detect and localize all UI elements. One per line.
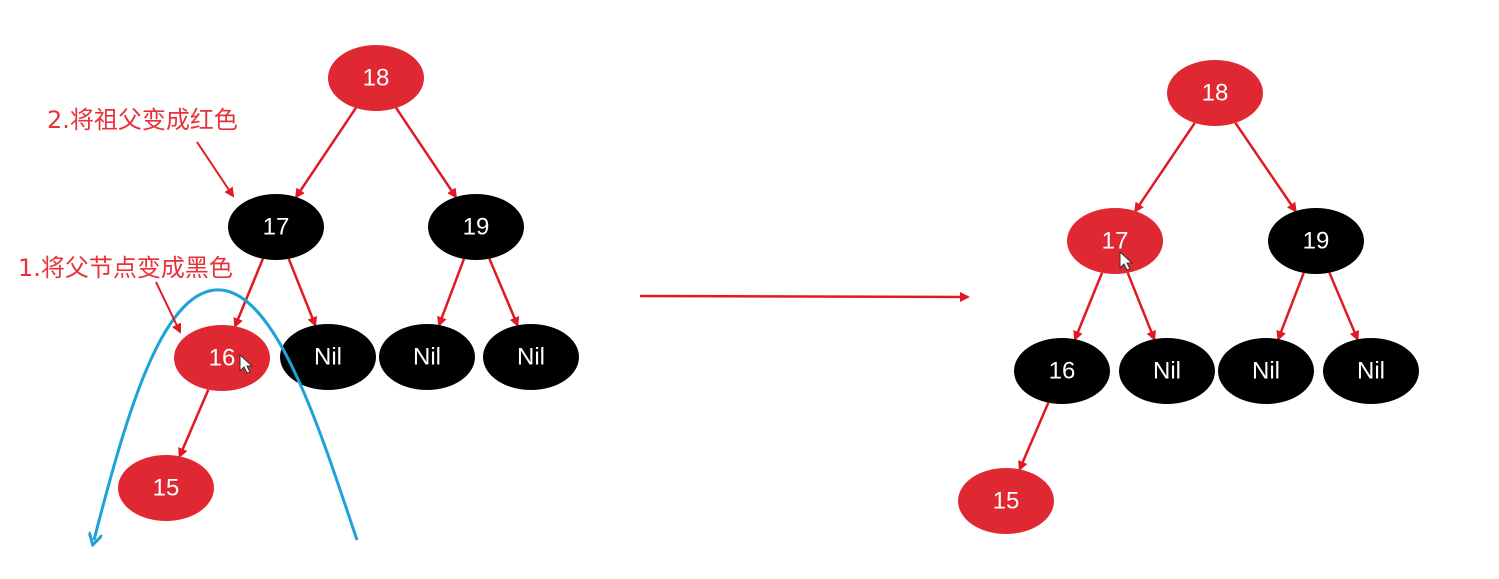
- before-node-shape: [280, 324, 376, 390]
- annotation-step1: 1.将父节点变成黑色: [18, 254, 233, 282]
- after-node-18: 18: [1167, 60, 1263, 126]
- after-node-label: 19: [1303, 228, 1330, 255]
- before-node-17: 17: [228, 194, 324, 260]
- after-edge-a18-a19: [1234, 122, 1297, 213]
- after-node-nil: Nil: [1323, 338, 1419, 404]
- after-edge-a16-a15: [1018, 402, 1050, 472]
- after-node-label: 18: [1202, 80, 1229, 107]
- step2-pointer-arrow: [196, 141, 235, 198]
- tree-edges: [178, 107, 1360, 472]
- before-node-shape: [228, 194, 324, 260]
- before-node-nil: Nil: [379, 324, 475, 390]
- after-node-label: Nil: [1252, 358, 1280, 385]
- after-node-nil: Nil: [1119, 338, 1215, 404]
- transition-arrow: [639, 291, 970, 302]
- rotation-arc: [94, 288, 359, 540]
- before-edge-b18-b17: [294, 107, 357, 199]
- after-node-label: 15: [993, 488, 1020, 515]
- annotation-step2: 2.将祖父变成红色: [47, 106, 238, 134]
- after-node-shape: [1218, 338, 1314, 404]
- cursor-icon: [239, 353, 254, 374]
- after-node-15: 15: [958, 468, 1054, 534]
- before-node-label: Nil: [314, 344, 342, 371]
- after-edge-a18-a17: [1134, 122, 1196, 213]
- before-edge-b17-b16: [233, 258, 265, 329]
- before-node-18: 18: [328, 45, 424, 111]
- after-edge-a19-anil2: [1276, 272, 1305, 341]
- before-node-19: 19: [428, 194, 524, 260]
- after-node-shape: [1167, 60, 1263, 126]
- before-node-15: 15: [118, 455, 214, 521]
- cursor-icon: [1119, 250, 1134, 271]
- before-node-nil: Nil: [280, 324, 376, 390]
- before-edge-b18-b19: [395, 107, 458, 199]
- after-edge-a19-anil3: [1328, 272, 1360, 342]
- before-edge-b19-bnil3: [488, 258, 520, 328]
- after-node-shape: [1323, 338, 1419, 404]
- before-node-nil: Nil: [483, 324, 579, 390]
- before-node-label: Nil: [517, 344, 545, 371]
- after-node-shape: [1067, 208, 1163, 274]
- after-node-label: Nil: [1357, 358, 1385, 385]
- before-edge-b19-bnil2: [437, 258, 466, 327]
- before-node-shape: [328, 45, 424, 111]
- after-node-shape: [1119, 338, 1215, 404]
- after-node-shape: [1268, 208, 1364, 274]
- before-node-shape: [379, 324, 475, 390]
- after-node-shape: [958, 468, 1054, 534]
- before-edge-b16-b15: [178, 389, 210, 459]
- after-node-nil: Nil: [1218, 338, 1314, 404]
- after-node-16: 16: [1014, 338, 1110, 404]
- before-node-shape: [174, 325, 270, 391]
- before-node-shape: [118, 455, 214, 521]
- before-node-shape: [428, 194, 524, 260]
- before-node-16: 16: [174, 325, 270, 391]
- after-node-label: 16: [1049, 358, 1076, 385]
- before-node-label: 17: [263, 214, 290, 241]
- step1-pointer-arrow: [155, 281, 182, 334]
- after-edge-a17-anil1: [1126, 272, 1156, 342]
- before-node-label: 16: [209, 345, 236, 372]
- before-edge-b17-bnil1: [287, 258, 317, 328]
- before-node-label: 19: [463, 214, 490, 241]
- before-node-label: 18: [363, 65, 390, 92]
- after-node-17: 17: [1067, 208, 1163, 274]
- before-node-label: Nil: [413, 344, 441, 371]
- after-node-shape: [1014, 338, 1110, 404]
- after-node-label: Nil: [1153, 358, 1181, 385]
- after-node-label: 17: [1102, 228, 1129, 255]
- before-node-shape: [483, 324, 579, 390]
- after-node-19: 19: [1268, 208, 1364, 274]
- before-node-label: 15: [153, 475, 180, 502]
- after-edge-a17-a16: [1073, 272, 1104, 342]
